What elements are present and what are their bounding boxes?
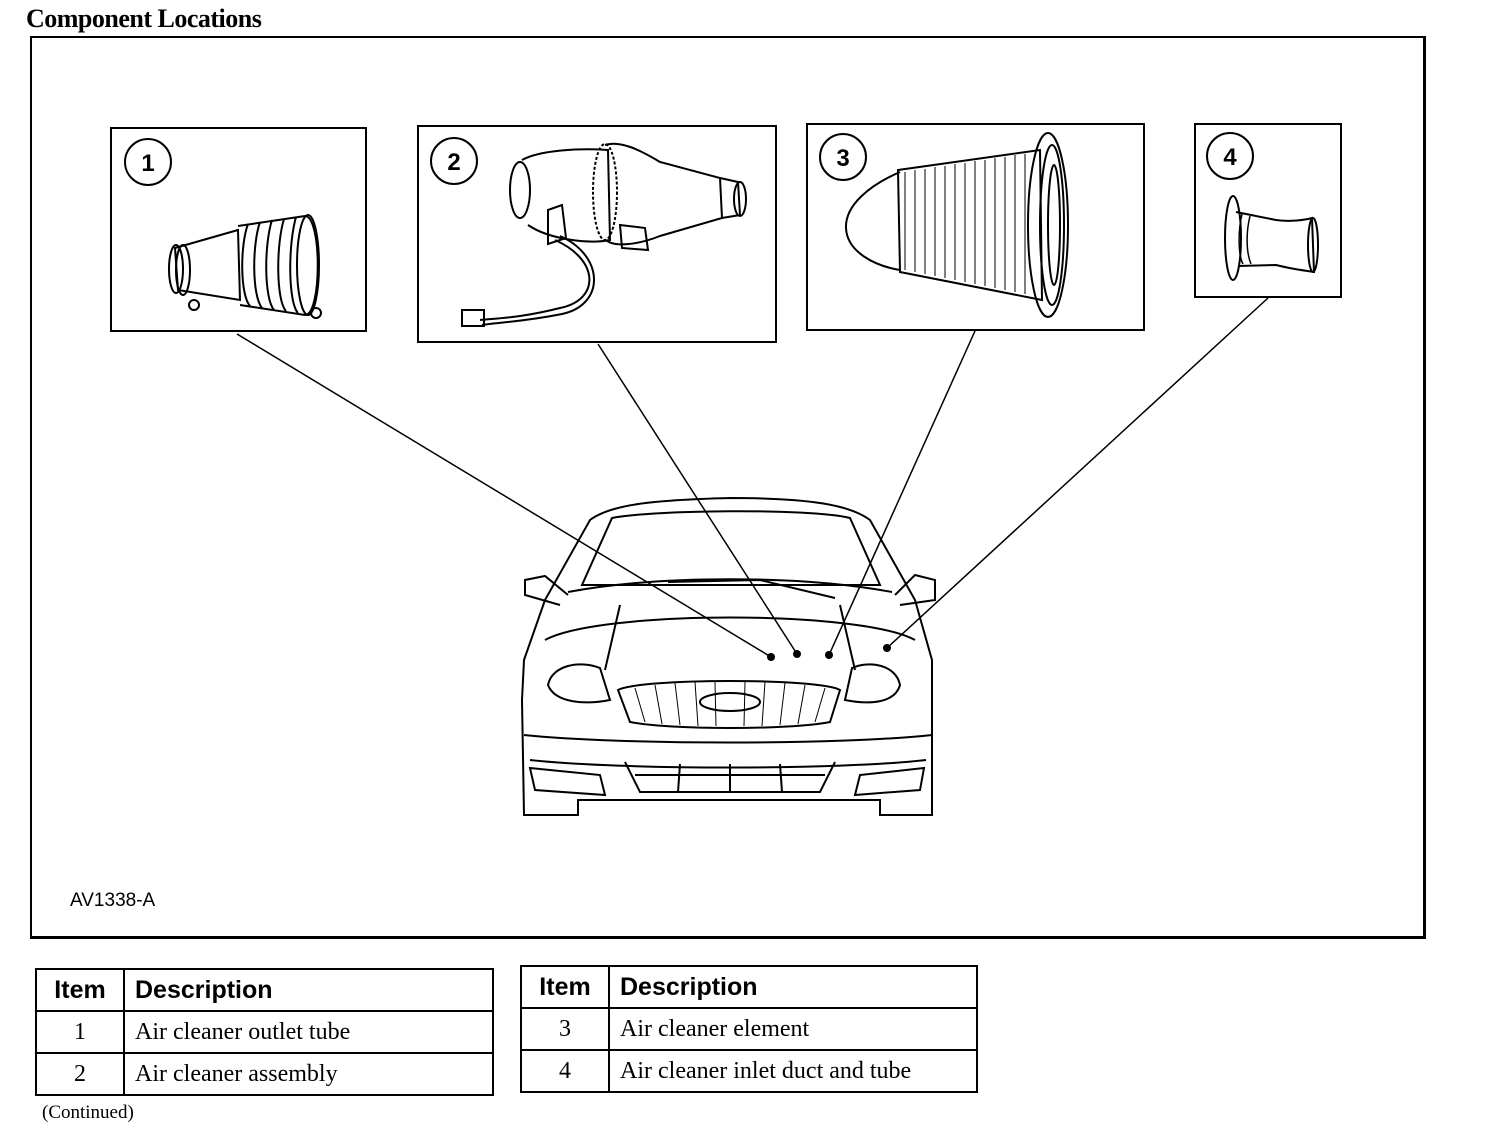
figure-id: AV1338-A <box>70 890 156 911</box>
table-row: 1 Air cleaner outlet tube <box>35 1010 494 1054</box>
leader-lines <box>236 297 1269 658</box>
callout-circle-4 <box>1206 132 1254 180</box>
table-1-row-1-description: Air cleaner outlet tube <box>123 1010 494 1054</box>
callout-number-1: 1 <box>141 150 154 177</box>
callout-number-2: 2 <box>447 149 460 176</box>
outlet-tube-illustration <box>168 214 322 319</box>
panel-2-air-cleaner-assembly <box>417 125 777 343</box>
inlet-duct-illustration <box>1224 195 1319 281</box>
table-2-row-1-description: Air cleaner element <box>608 1007 978 1051</box>
table-row: 2 Air cleaner assembly <box>35 1052 494 1096</box>
diagram-frame <box>30 36 1426 939</box>
table-2-row-2-item: 4 <box>520 1049 610 1093</box>
callout-number-4: 4 <box>1223 144 1237 171</box>
assembly-illustration <box>461 142 747 327</box>
table-1-header-description: Description <box>123 968 494 1012</box>
table-row: 3 Air cleaner element <box>520 1007 978 1051</box>
callout-circles <box>124 132 1254 186</box>
table-2-row-1-item: 3 <box>520 1007 610 1051</box>
table-1-row-1-item: 1 <box>35 1010 125 1054</box>
page-title: Component Locations <box>26 4 262 33</box>
panel-4-inlet-duct <box>1194 123 1342 298</box>
table-1-row-2-description: Air cleaner assembly <box>123 1052 494 1096</box>
table-2-header-item: Item <box>520 965 610 1009</box>
table-2-row-2-description: Air cleaner inlet duct and tube <box>608 1049 978 1093</box>
panel-3-air-cleaner-element <box>806 123 1145 331</box>
callout-circle-1 <box>124 138 172 186</box>
table-1-header-item: Item <box>35 968 125 1012</box>
callout-number-3: 3 <box>836 145 849 172</box>
items-table-2: Item Description 3 Air cleaner element 4… <box>520 965 978 1093</box>
callout-circle-2 <box>430 137 478 185</box>
element-illustration <box>844 132 1069 318</box>
table-1-row-2-item: 2 <box>35 1052 125 1096</box>
callout-circle-3 <box>819 133 867 181</box>
leader-endpoints <box>767 644 891 661</box>
continued-note: (Continued) <box>42 1102 134 1123</box>
items-table-1: Item Description 1 Air cleaner outlet tu… <box>35 968 494 1096</box>
table-2-header-description: Description <box>608 965 978 1009</box>
table-row: 4 Air cleaner inlet duct and tube <box>520 1049 978 1093</box>
panel-1-outlet-tube <box>110 127 367 332</box>
vehicle-front-view <box>520 496 936 816</box>
